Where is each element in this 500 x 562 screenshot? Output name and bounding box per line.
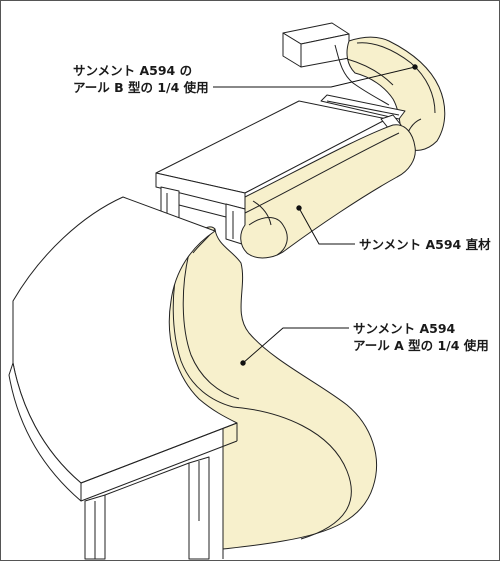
lower-tread [8, 196, 238, 560]
label-top-line-2: アール B 型の 1/4 使用 [73, 80, 209, 95]
top-curved-molding [334, 36, 446, 151]
label-bot-line-1: サンメント A594 [353, 321, 456, 336]
leader-top-dot [412, 64, 418, 70]
label-mid-line-1: サンメント A594 直材 [359, 237, 491, 252]
leader-top [213, 66, 416, 88]
label-straight-molding: サンメント A594 直材 [357, 236, 493, 253]
leader-bot [242, 327, 349, 364]
label-top-line-1: サンメント A594 の [73, 63, 193, 78]
label-top-curved-molding: サンメント A594 の アール B 型の 1/4 使用 [71, 62, 211, 96]
leader-mid [298, 207, 355, 245]
label-lower-curved-molding: サンメント A594 アール A 型の 1/4 使用 [351, 320, 491, 354]
straight-molding [240, 124, 416, 259]
label-bot-line-2: アール A 型の 1/4 使用 [353, 338, 489, 353]
leader-bot-dot [240, 360, 246, 366]
top-end-block [282, 22, 350, 68]
leader-lines [213, 64, 418, 366]
leader-mid-dot [296, 205, 302, 211]
